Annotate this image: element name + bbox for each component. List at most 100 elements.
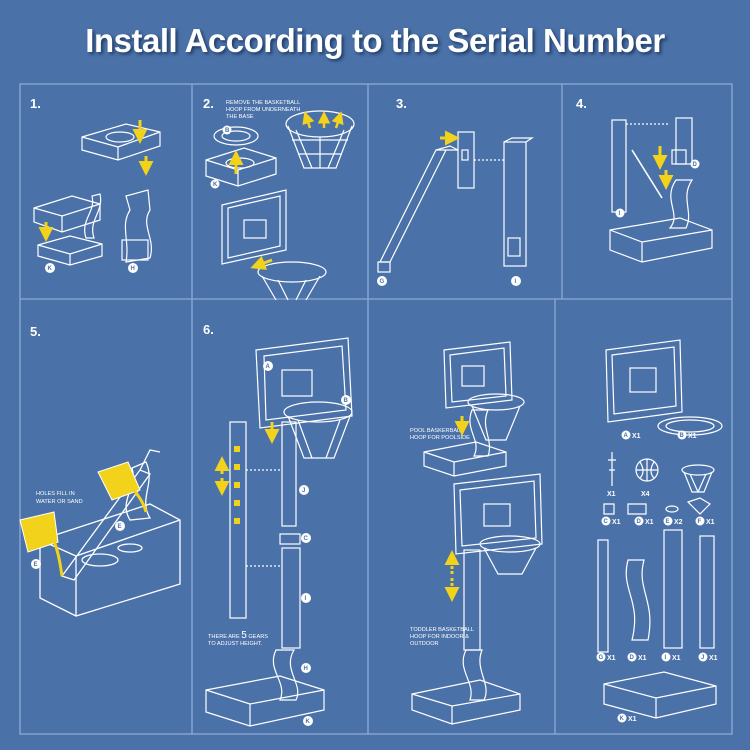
part-label-c: C [304,536,309,542]
step-2-arrow [302,111,315,129]
part-d-label: D [637,519,642,525]
part-g-label: G [599,655,604,661]
toddler-hoop-illustration [411,473,543,725]
part-label-badge [661,652,671,662]
part-a-qty: X1 [632,433,641,440]
step-2-arrow [331,111,344,129]
part-label-badge [115,521,125,531]
part-a-label: A [624,433,629,439]
part-d-qty: X1 [645,519,654,526]
part-label-g: G [380,279,385,285]
part-i-qty: X1 [672,655,681,662]
part-label-e: E [118,524,122,530]
part-g-qty: X1 [607,655,616,662]
part-label-badge [663,516,673,526]
step-number-4: 4. [576,96,587,111]
page-title: Install According to the Serial Number [85,22,665,59]
part-label-b: B [344,398,349,404]
remove-hoop-note-line-2: HOOP FROM UNDERNEATH [226,107,300,113]
part-label-badge [621,430,631,440]
part-b-qty: X1 [688,433,697,440]
part-label-a: A [266,364,271,370]
part-label-k: K [306,719,311,725]
part-i-label: I [665,655,667,661]
part-label-b: B [225,128,230,134]
part-label-e: E [34,562,38,568]
part-label-badge [627,652,637,662]
part-j-label: J [701,655,704,661]
ball-qty: X4 [641,491,650,498]
pool-note-line-1: POOL BASKERBALL [410,428,463,434]
step-4-illustration [609,117,713,263]
water-buckets [19,461,148,577]
part-label-badge [511,276,521,286]
part-label-h: H [131,266,135,272]
part-label-badge [210,179,220,189]
part-f-label: F [698,519,702,525]
part-label-badge [695,516,705,526]
part-label-badge [615,208,625,218]
part-label-badge [299,485,309,495]
part-label-k: K [48,266,53,272]
toddler-note-line-3: OUTDOOR [410,641,439,647]
step-number-1: 1. [30,96,41,111]
part-e-label: E [666,519,670,525]
part-b-label: B [680,433,685,439]
step-2-arrow [250,255,273,270]
step-1-illustration [33,123,161,266]
toddler-note-line-1: TODDLER BASKETBALL [410,627,474,633]
gear-slots [234,446,240,524]
part-label-badge [596,652,606,662]
part-label-badge [263,361,273,371]
part-label-badge [634,516,644,526]
pump-qty: X1 [607,491,616,498]
step-number-5: 5. [30,324,41,339]
step-6-illustration [205,337,353,727]
gears-note-line-1: THERE ARE 5 GEARS [208,630,268,641]
part-j-qty: X1 [709,655,718,662]
remove-hoop-note-line-1: REMOVE THE BASKETBALL [226,100,300,106]
part-c-label: C [604,519,609,525]
step-5-illustration [39,449,181,617]
panel-grid [19,83,733,735]
part-label-badge [617,713,627,723]
part-label-badge [377,276,387,286]
part-e-qty: X2 [674,519,683,526]
parts-list-illustration [597,339,723,719]
parts-list-labels: A X1 B X1 X1 X4 C X1 D X1 E X2 F X1 G X1… [596,430,718,723]
part-label-k: K [213,182,218,188]
part-label-i: I [515,279,517,285]
step-number-6: 6. [203,322,214,337]
pool-hoop-illustration [423,341,525,477]
part-label-badge [45,263,55,273]
part-label-badge [222,125,232,135]
pool-note-line-2: HOOP FOR POOLSIDE [410,435,470,441]
remove-hoop-note-line-3: THE BASE [226,114,254,120]
part-label-badge [698,652,708,662]
gears-note-line-2: TO ADJUST HEIGHT. [208,641,263,647]
step-number-2: 2. [203,96,214,111]
part-label-badge [31,559,41,569]
part-k-qty: X1 [628,716,637,723]
holes-fill-note-line-1: HOLES FILL IN [36,491,75,497]
part-k-label: K [620,716,625,722]
part-label-d: D [693,162,698,168]
step-number-3: 3. [396,96,407,111]
part-f-qty: X1 [706,519,715,526]
part-label-h: H [304,666,308,672]
step-2-illustration [205,110,355,301]
part-label-badge [301,593,311,603]
part-c-qty: X1 [612,519,621,526]
part-label-j: J [302,488,305,494]
part-label-i: I [305,596,307,602]
part-d2-qty: X1 [638,655,647,662]
part-label-badge [677,430,687,440]
part-d2-label: D [630,655,635,661]
toddler-note-line-2: HOOP FOR INDOOR & [410,634,469,640]
step-3-illustration [377,131,534,273]
part-label-i: I [619,211,621,217]
part-label-badge [601,516,611,526]
part-label-badge [303,716,313,726]
part-label-badge [341,395,351,405]
